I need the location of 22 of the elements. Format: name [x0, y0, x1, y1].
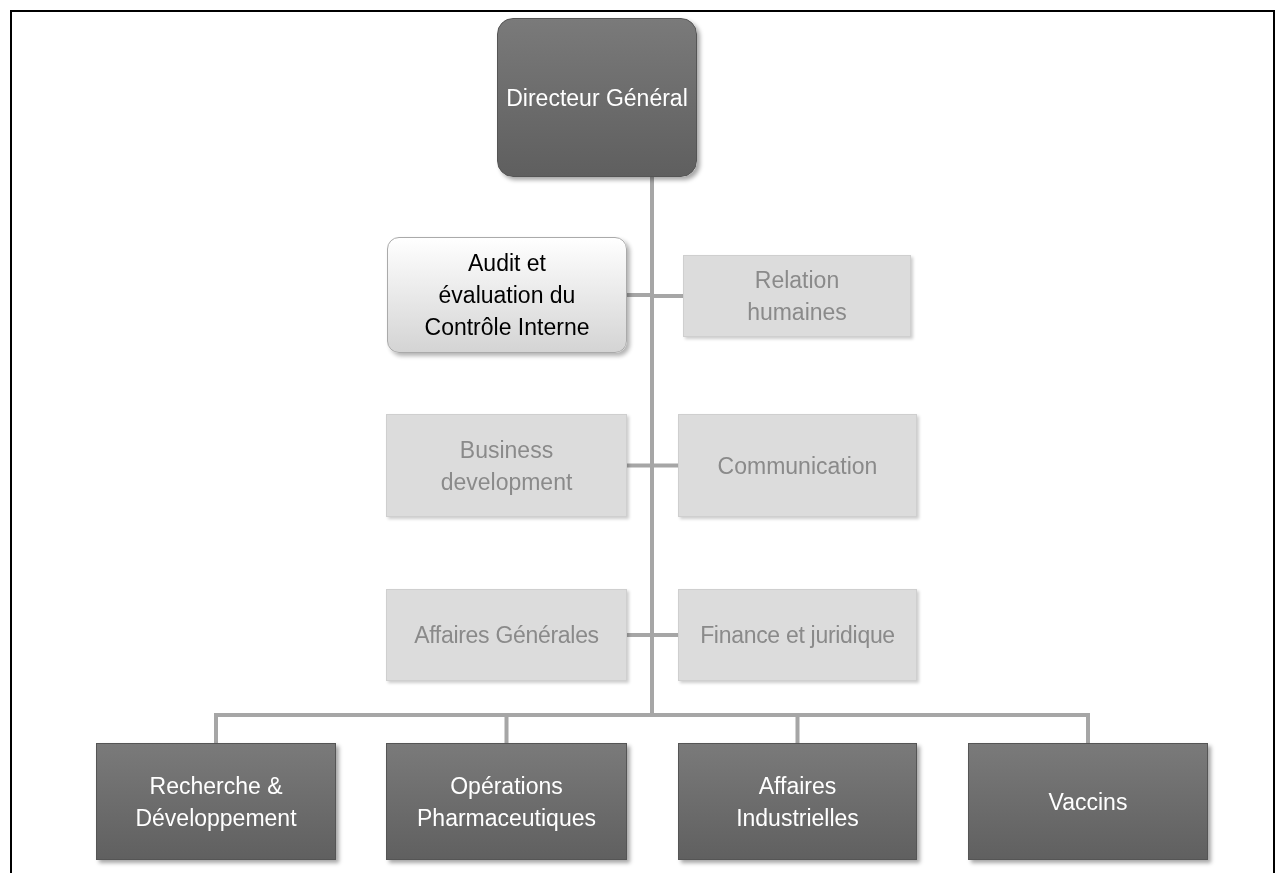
box-label: Relation humaines: [746, 266, 848, 327]
org-box: [386, 589, 627, 681]
box-label: Finance et juridique: [700, 621, 895, 650]
box-label: Affaires Générales: [414, 621, 599, 650]
box-label: Affaires Industrielles: [735, 771, 860, 833]
org-box: [678, 743, 917, 860]
box-label: Directeur Général: [506, 83, 688, 113]
org-box: [96, 743, 336, 860]
org-box: [497, 18, 697, 177]
org-box: [386, 414, 627, 517]
org-box: [968, 743, 1208, 860]
box-label: Opérations Pharmaceutiques: [416, 771, 597, 833]
org-box: [387, 237, 627, 353]
org-box: [678, 589, 917, 681]
org-box: [678, 414, 917, 517]
org-box: [386, 743, 627, 860]
org-box: [683, 255, 911, 337]
box-label: Business development: [439, 435, 574, 497]
box-label: Vaccins: [1048, 787, 1128, 817]
box-label: Communication: [717, 451, 878, 481]
box-label: Recherche & Développement: [134, 771, 298, 833]
box-label: Audit et évaluation du Contrôle Interne: [423, 249, 591, 342]
